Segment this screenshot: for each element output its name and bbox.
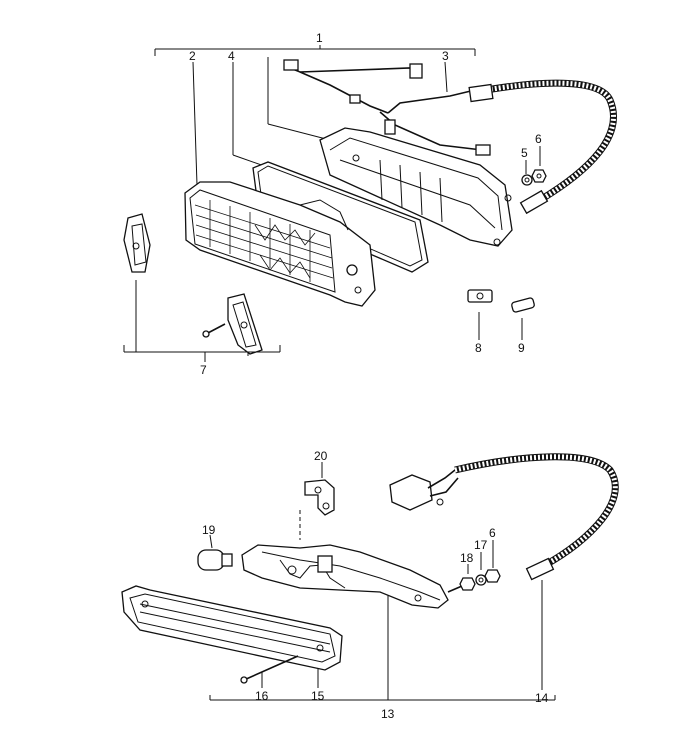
- bulb-9: [511, 297, 535, 313]
- bulb-19: [197, 549, 233, 571]
- label-20: 20: [314, 449, 328, 463]
- label-19: 19: [202, 523, 216, 537]
- label-15: 15: [311, 689, 325, 703]
- label-8: 8: [475, 341, 482, 355]
- cable-3: [468, 79, 617, 215]
- clip-20: [304, 479, 335, 516]
- screw-16: [240, 655, 299, 684]
- label-17: 17: [474, 538, 488, 552]
- label-13: 13: [381, 707, 395, 721]
- label-18: 18: [460, 551, 474, 565]
- label-7: 7: [200, 363, 207, 377]
- cable-14: [454, 453, 619, 581]
- bracket-1: [154, 45, 476, 56]
- label-6b: 6: [489, 526, 496, 540]
- label-5: 5: [521, 146, 528, 160]
- leaders-top: [192, 57, 541, 340]
- wire-harness-top: [283, 59, 491, 156]
- label-9: 9: [518, 341, 525, 355]
- label-14: 14: [535, 691, 549, 705]
- label-6a: 6: [535, 132, 542, 146]
- lamp-socket-housing: [241, 544, 449, 609]
- lens-2: [184, 181, 376, 307]
- label-1: 1: [316, 31, 323, 45]
- label-4: 4: [228, 49, 235, 63]
- lens-15: [121, 585, 343, 671]
- nuts-18-17-6: [447, 569, 501, 593]
- side-reflector-right: [227, 293, 263, 355]
- bracket-7: [123, 280, 281, 362]
- label-2: 2: [189, 49, 196, 63]
- part-labels: 1 2 4 3 5 6 7 8 9 20 19 6 17 18 16 15 14…: [189, 31, 549, 721]
- bulb-8: [467, 289, 493, 303]
- label-16: 16: [255, 689, 269, 703]
- label-3: 3: [442, 49, 449, 63]
- nuts-5-6: [521, 169, 547, 186]
- bracket-13: [209, 695, 556, 701]
- lamp-housing: [319, 127, 513, 247]
- side-reflector-left: [123, 213, 151, 273]
- screw-7: [202, 323, 226, 338]
